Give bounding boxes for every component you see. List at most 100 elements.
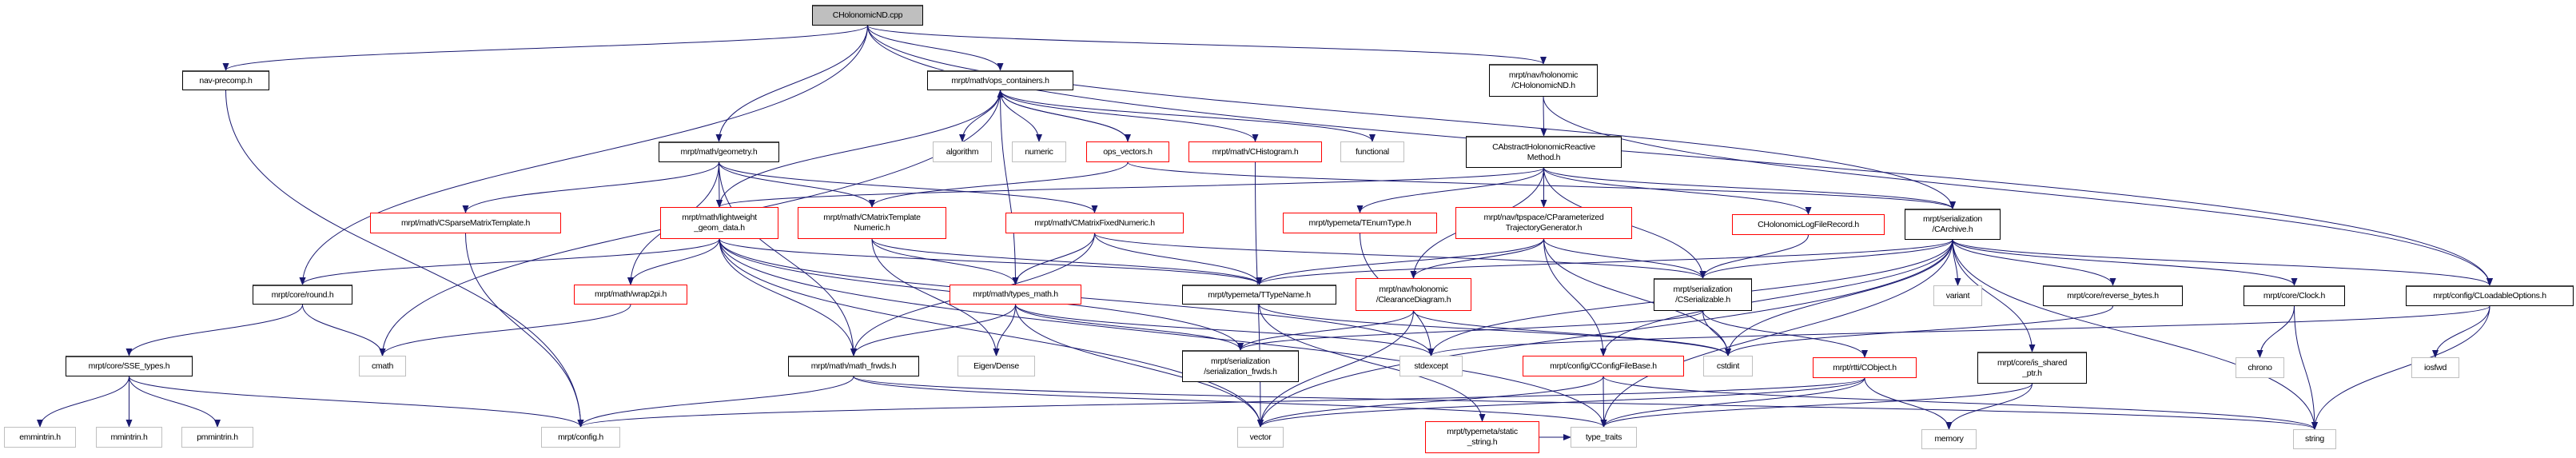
node-typesmath[interactable]: mrpt/math/types_math.h xyxy=(950,285,1081,305)
node-functional[interactable]: functional xyxy=(1340,141,1404,162)
edge-cobject-to-config xyxy=(577,377,1865,428)
node-label: mrpt/core/reverse_bytes.h xyxy=(2067,291,2159,301)
node-emm[interactable]: emmintrin.h xyxy=(4,427,76,448)
edge-cmfn-to-typesmath xyxy=(1012,233,1095,285)
node-cconfig[interactable]: mrpt/config/CConfigFileBase.h xyxy=(1523,356,1684,376)
edge-revbytes-to-cstdint xyxy=(1725,305,2113,356)
node-chlog[interactable]: CHolonomicLogFileRecord.h xyxy=(1732,214,1885,235)
node-label: mrpt/math/lightweight _geom_data.h xyxy=(682,213,757,233)
edge-lwgd-to-mathfrwds xyxy=(719,238,857,356)
node-numeric[interactable]: numeric xyxy=(1012,141,1066,162)
node-cabs[interactable]: CAbstractHolonomicReactive Method.h xyxy=(1466,136,1622,168)
node-label: mrpt/core/Clock.h xyxy=(2263,291,2326,301)
edge-navpre-to-config xyxy=(225,90,584,428)
edge-cabs-to-chlog xyxy=(1543,167,1812,215)
edge-cloadable-to-iosfwd xyxy=(2432,305,2490,358)
node-tenum[interactable]: mrpt/typemeta/TEnumType.h xyxy=(1283,213,1437,233)
node-label: mmintrin.h xyxy=(110,432,148,442)
node-chist[interactable]: mrpt/math/CHistogram.h xyxy=(1188,141,1322,162)
edge-geometry-to-csparse xyxy=(462,161,719,213)
node-algorithm[interactable]: algorithm xyxy=(933,141,992,162)
edge-clearance-to-cstdint xyxy=(1413,310,1731,356)
edge-opsc-to-numeric xyxy=(1000,90,1042,142)
node-stdexcept[interactable]: stdexcept xyxy=(1399,356,1463,376)
node-carchive[interactable]: mrpt/serialization /CArchive.h xyxy=(1905,209,2001,240)
node-label: functional xyxy=(1356,146,1389,157)
node-cmath[interactable]: cmath xyxy=(359,356,406,376)
node-memory[interactable]: memory xyxy=(1921,429,1977,449)
edge-geometry-to-cmfn xyxy=(719,161,1098,213)
edge-cconfig-to-typetraits xyxy=(1600,376,1607,428)
node-label: mrpt/config/CConfigFileBase.h xyxy=(1550,360,1657,371)
node-chrono[interactable]: chrono xyxy=(2236,357,2284,378)
node-cmfn[interactable]: mrpt/math/CMatrixFixedNumeric.h xyxy=(1005,213,1184,233)
edge-opsv-to-opsc xyxy=(997,90,1129,142)
node-lwgd[interactable]: mrpt/math/lightweight _geom_data.h xyxy=(660,207,778,239)
node-root[interactable]: CHolonomicND.cpp xyxy=(812,5,923,26)
node-cobject[interactable]: mrpt/rtti/CObject.h xyxy=(1813,357,1917,378)
edge-carchive-to-isshared xyxy=(1952,239,2036,352)
node-label: mrpt/math/math_frwds.h xyxy=(810,361,897,371)
node-sse[interactable]: mrpt/core/SSE_types.h xyxy=(66,356,193,376)
node-pmm[interactable]: pmmintrin.h xyxy=(181,427,253,448)
node-csparse[interactable]: mrpt/math/CSparseMatrixTemplate.h xyxy=(370,213,561,233)
edge-typesmath-to-stdexcept xyxy=(1015,304,1435,356)
node-revbytes[interactable]: mrpt/core/reverse_bytes.h xyxy=(2043,285,2183,306)
edge-wrap2pi-to-cmath xyxy=(379,304,631,356)
node-label: CHolonomicND.cpp xyxy=(832,10,903,20)
node-typetraits[interactable]: type_traits xyxy=(1571,427,1637,448)
node-mathfrwds[interactable]: mrpt/math/math_frwds.h xyxy=(788,356,919,376)
node-opsv[interactable]: ops_vectors.h xyxy=(1086,141,1169,162)
edge-root-to-navpre xyxy=(222,25,868,71)
edge-lwgd-to-wrap2pi xyxy=(627,238,720,285)
edge-cabs-to-lwgd xyxy=(716,167,1544,208)
node-round[interactable]: mrpt/core/round.h xyxy=(253,285,352,305)
node-ttypename[interactable]: mrpt/typemeta/TTypeName.h xyxy=(1182,285,1336,305)
edge-typesmath-to-mathfrwds xyxy=(850,304,1016,356)
node-vector[interactable]: vector xyxy=(1237,427,1284,448)
node-label: mrpt/rtti/CObject.h xyxy=(1833,362,1897,372)
node-isshared[interactable]: mrpt/core/is_shared _ptr.h xyxy=(1977,352,2087,384)
node-label: mrpt/math/CMatrixTemplate Numeric.h xyxy=(823,213,921,233)
node-navpre[interactable]: nav-precomp.h xyxy=(182,70,269,90)
node-variant[interactable]: variant xyxy=(1933,285,1982,306)
node-cserial[interactable]: mrpt/serialization /CSerializable.h xyxy=(1654,278,1752,311)
edge-cloadable-to-stdexcept xyxy=(1427,305,2490,356)
node-cstdint[interactable]: cstdint xyxy=(1703,356,1753,376)
node-wrap2pi[interactable]: mrpt/math/wrap2pi.h xyxy=(574,285,687,305)
edge-opsc-to-functional xyxy=(1000,90,1376,142)
node-serfrwds[interactable]: mrpt/serialization /serialization_frwds.… xyxy=(1182,350,1299,382)
node-opsc[interactable]: mrpt/math/ops_containers.h xyxy=(927,70,1073,90)
node-label: variant xyxy=(1945,290,1970,301)
node-clock[interactable]: mrpt/core/Clock.h xyxy=(2244,285,2345,306)
edge-geometry-to-cmtn xyxy=(719,161,875,208)
node-cmtn[interactable]: mrpt/math/CMatrixTemplate Numeric.h xyxy=(798,207,946,239)
node-cptg[interactable]: mrpt/nav/tpspace/CParameterized Trajecto… xyxy=(1455,207,1632,239)
node-geometry[interactable]: mrpt/math/geometry.h xyxy=(659,141,779,162)
node-clearance[interactable]: mrpt/nav/holonomic /ClearanceDiagram.h xyxy=(1356,278,1471,311)
node-label: ops_vectors.h xyxy=(1103,146,1153,157)
edge-typesmath-to-serfrwds xyxy=(1015,304,1244,351)
node-label: mrpt/math/ops_containers.h xyxy=(951,75,1049,86)
node-holoh[interactable]: mrpt/nav/holonomic /CHolonomicND.h xyxy=(1489,64,1598,97)
node-staticstr[interactable]: mrpt/typemeta/static _string.h xyxy=(1425,421,1539,453)
node-label: nav-precomp.h xyxy=(199,75,253,86)
edge-cconfig-to-string xyxy=(1603,376,2318,430)
node-eigen[interactable]: Eigen/Dense xyxy=(958,356,1035,376)
node-label: iosfwd xyxy=(2424,362,2447,372)
edge-carchive-to-clock xyxy=(1952,239,2298,286)
node-label: mrpt/math/CSparseMatrixTemplate.h xyxy=(400,217,531,228)
node-config[interactable]: mrpt/config.h xyxy=(541,427,620,448)
edge-isshared-to-typetraits xyxy=(1600,383,2033,428)
node-cloadable[interactable]: mrpt/config/CLoadableOptions.h xyxy=(2406,285,2574,306)
edge-csparse-to-config xyxy=(465,233,584,428)
node-iosfwd[interactable]: iosfwd xyxy=(2411,357,2459,378)
node-label: mrpt/nav/holonomic /CHolonomicND.h xyxy=(1508,70,1579,90)
node-mmi[interactable]: mmintrin.h xyxy=(96,427,162,448)
edge-cmtn-to-ttypename xyxy=(871,238,1263,285)
edge-carchive-to-typetraits xyxy=(1600,239,1953,428)
node-string[interactable]: string xyxy=(2293,429,2336,449)
edge-cmtn-to-typesmath xyxy=(871,238,1019,285)
node-label: mrpt/nav/tpspace/CParameterized Trajecto… xyxy=(1483,213,1604,233)
edge-typesmath-to-eigen xyxy=(993,304,1016,356)
